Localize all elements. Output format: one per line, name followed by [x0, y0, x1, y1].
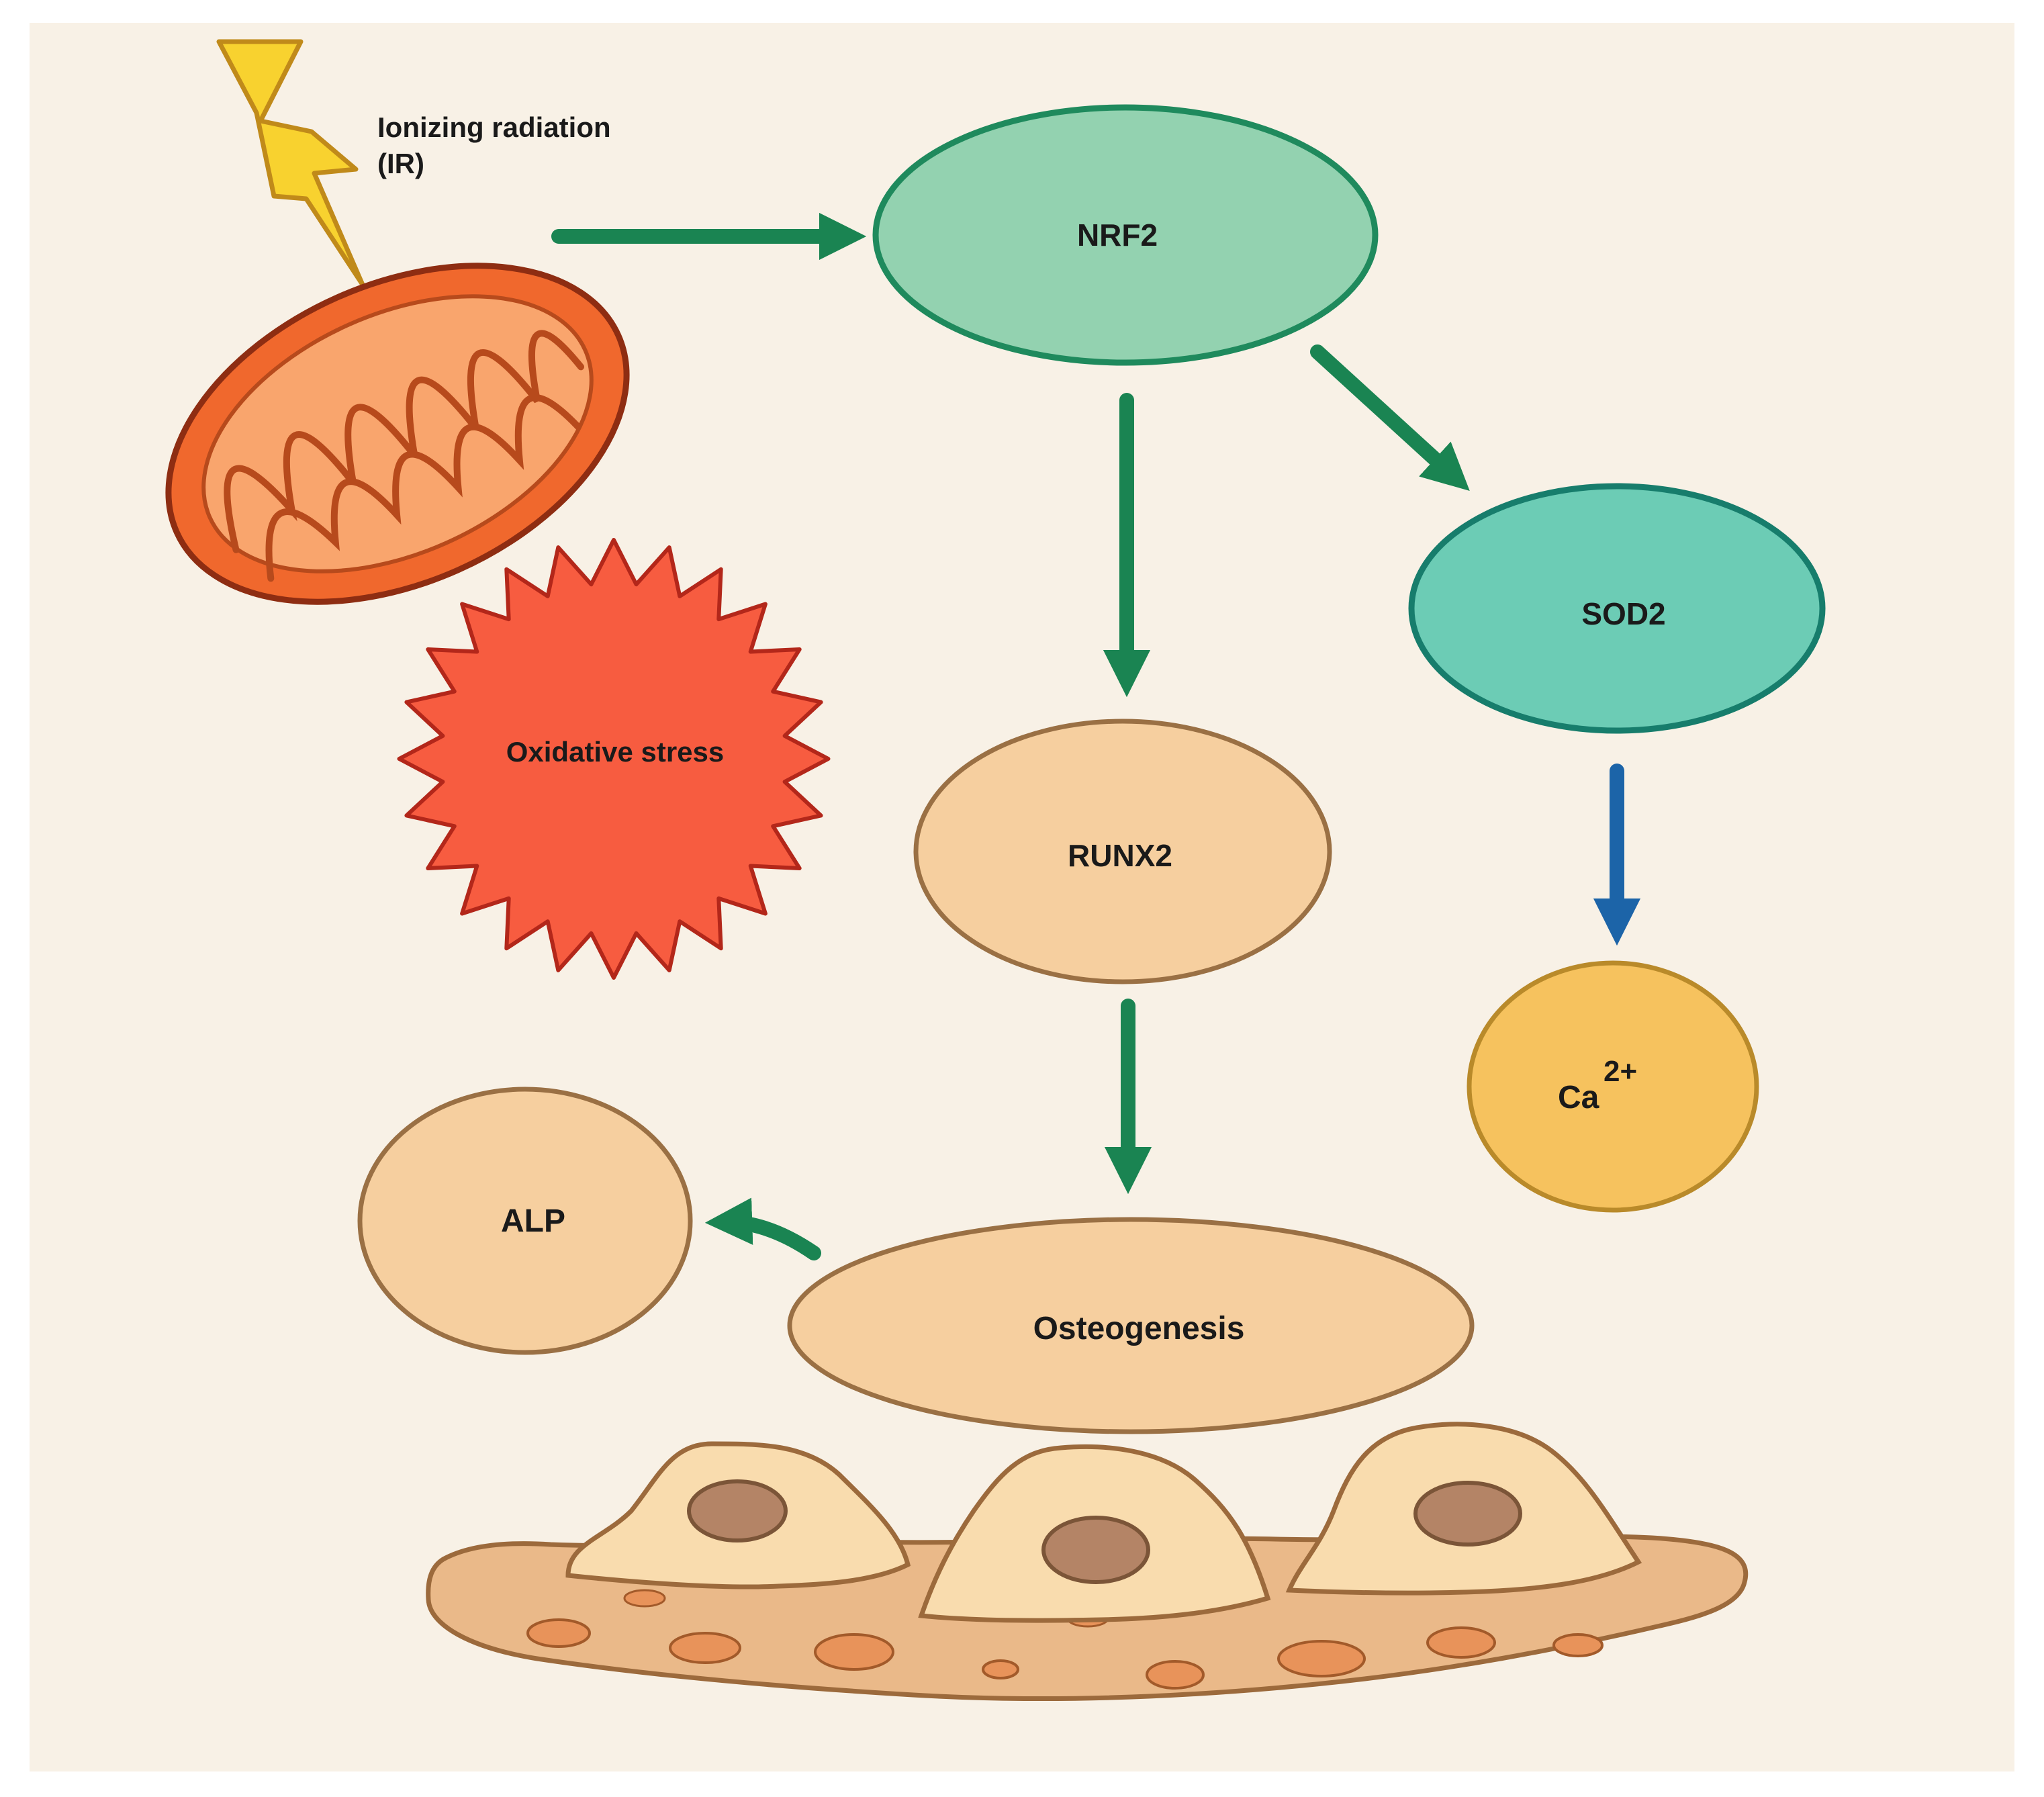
osteoblast-cells-icon	[426, 1422, 1749, 1702]
calcium-label: Ca	[1558, 1080, 1599, 1115]
calcium-charge: 2+	[1604, 1055, 1637, 1088]
svg-text:Ionizing radiation: Ionizing radiation	[377, 111, 611, 143]
nrf2-node: NRF2	[872, 104, 1379, 366]
radiation-label: Ionizing radiation (IR)	[377, 111, 611, 179]
alp-node: ALP	[357, 1087, 693, 1355]
arrow-nrf2-to-sod2	[1310, 344, 1470, 491]
oxidative-stress-node: Oxidative stress	[397, 538, 831, 980]
sod2-node: SOD2	[1408, 483, 1826, 734]
osteogenesis-node: Osteogenesis	[787, 1217, 1475, 1434]
calcium-node: Ca 2+	[1467, 960, 1759, 1213]
oxidative-stress-label: Oxidative stress	[506, 736, 725, 768]
nrf2-label: NRF2	[1077, 218, 1158, 252]
alp-label: ALP	[501, 1203, 565, 1239]
mitochondrion-icon	[165, 263, 630, 605]
arrow-osteogenesis-to-alp	[704, 1197, 821, 1260]
runx2-node: RUNX2	[913, 719, 1332, 984]
lightning-bolt-icon	[216, 39, 365, 287]
runx2-label: RUNX2	[1068, 838, 1172, 873]
svg-text:(IR): (IR)	[377, 148, 424, 179]
osteogenesis-label: Osteogenesis	[1033, 1311, 1245, 1346]
sod2-label: SOD2	[1581, 596, 1665, 631]
